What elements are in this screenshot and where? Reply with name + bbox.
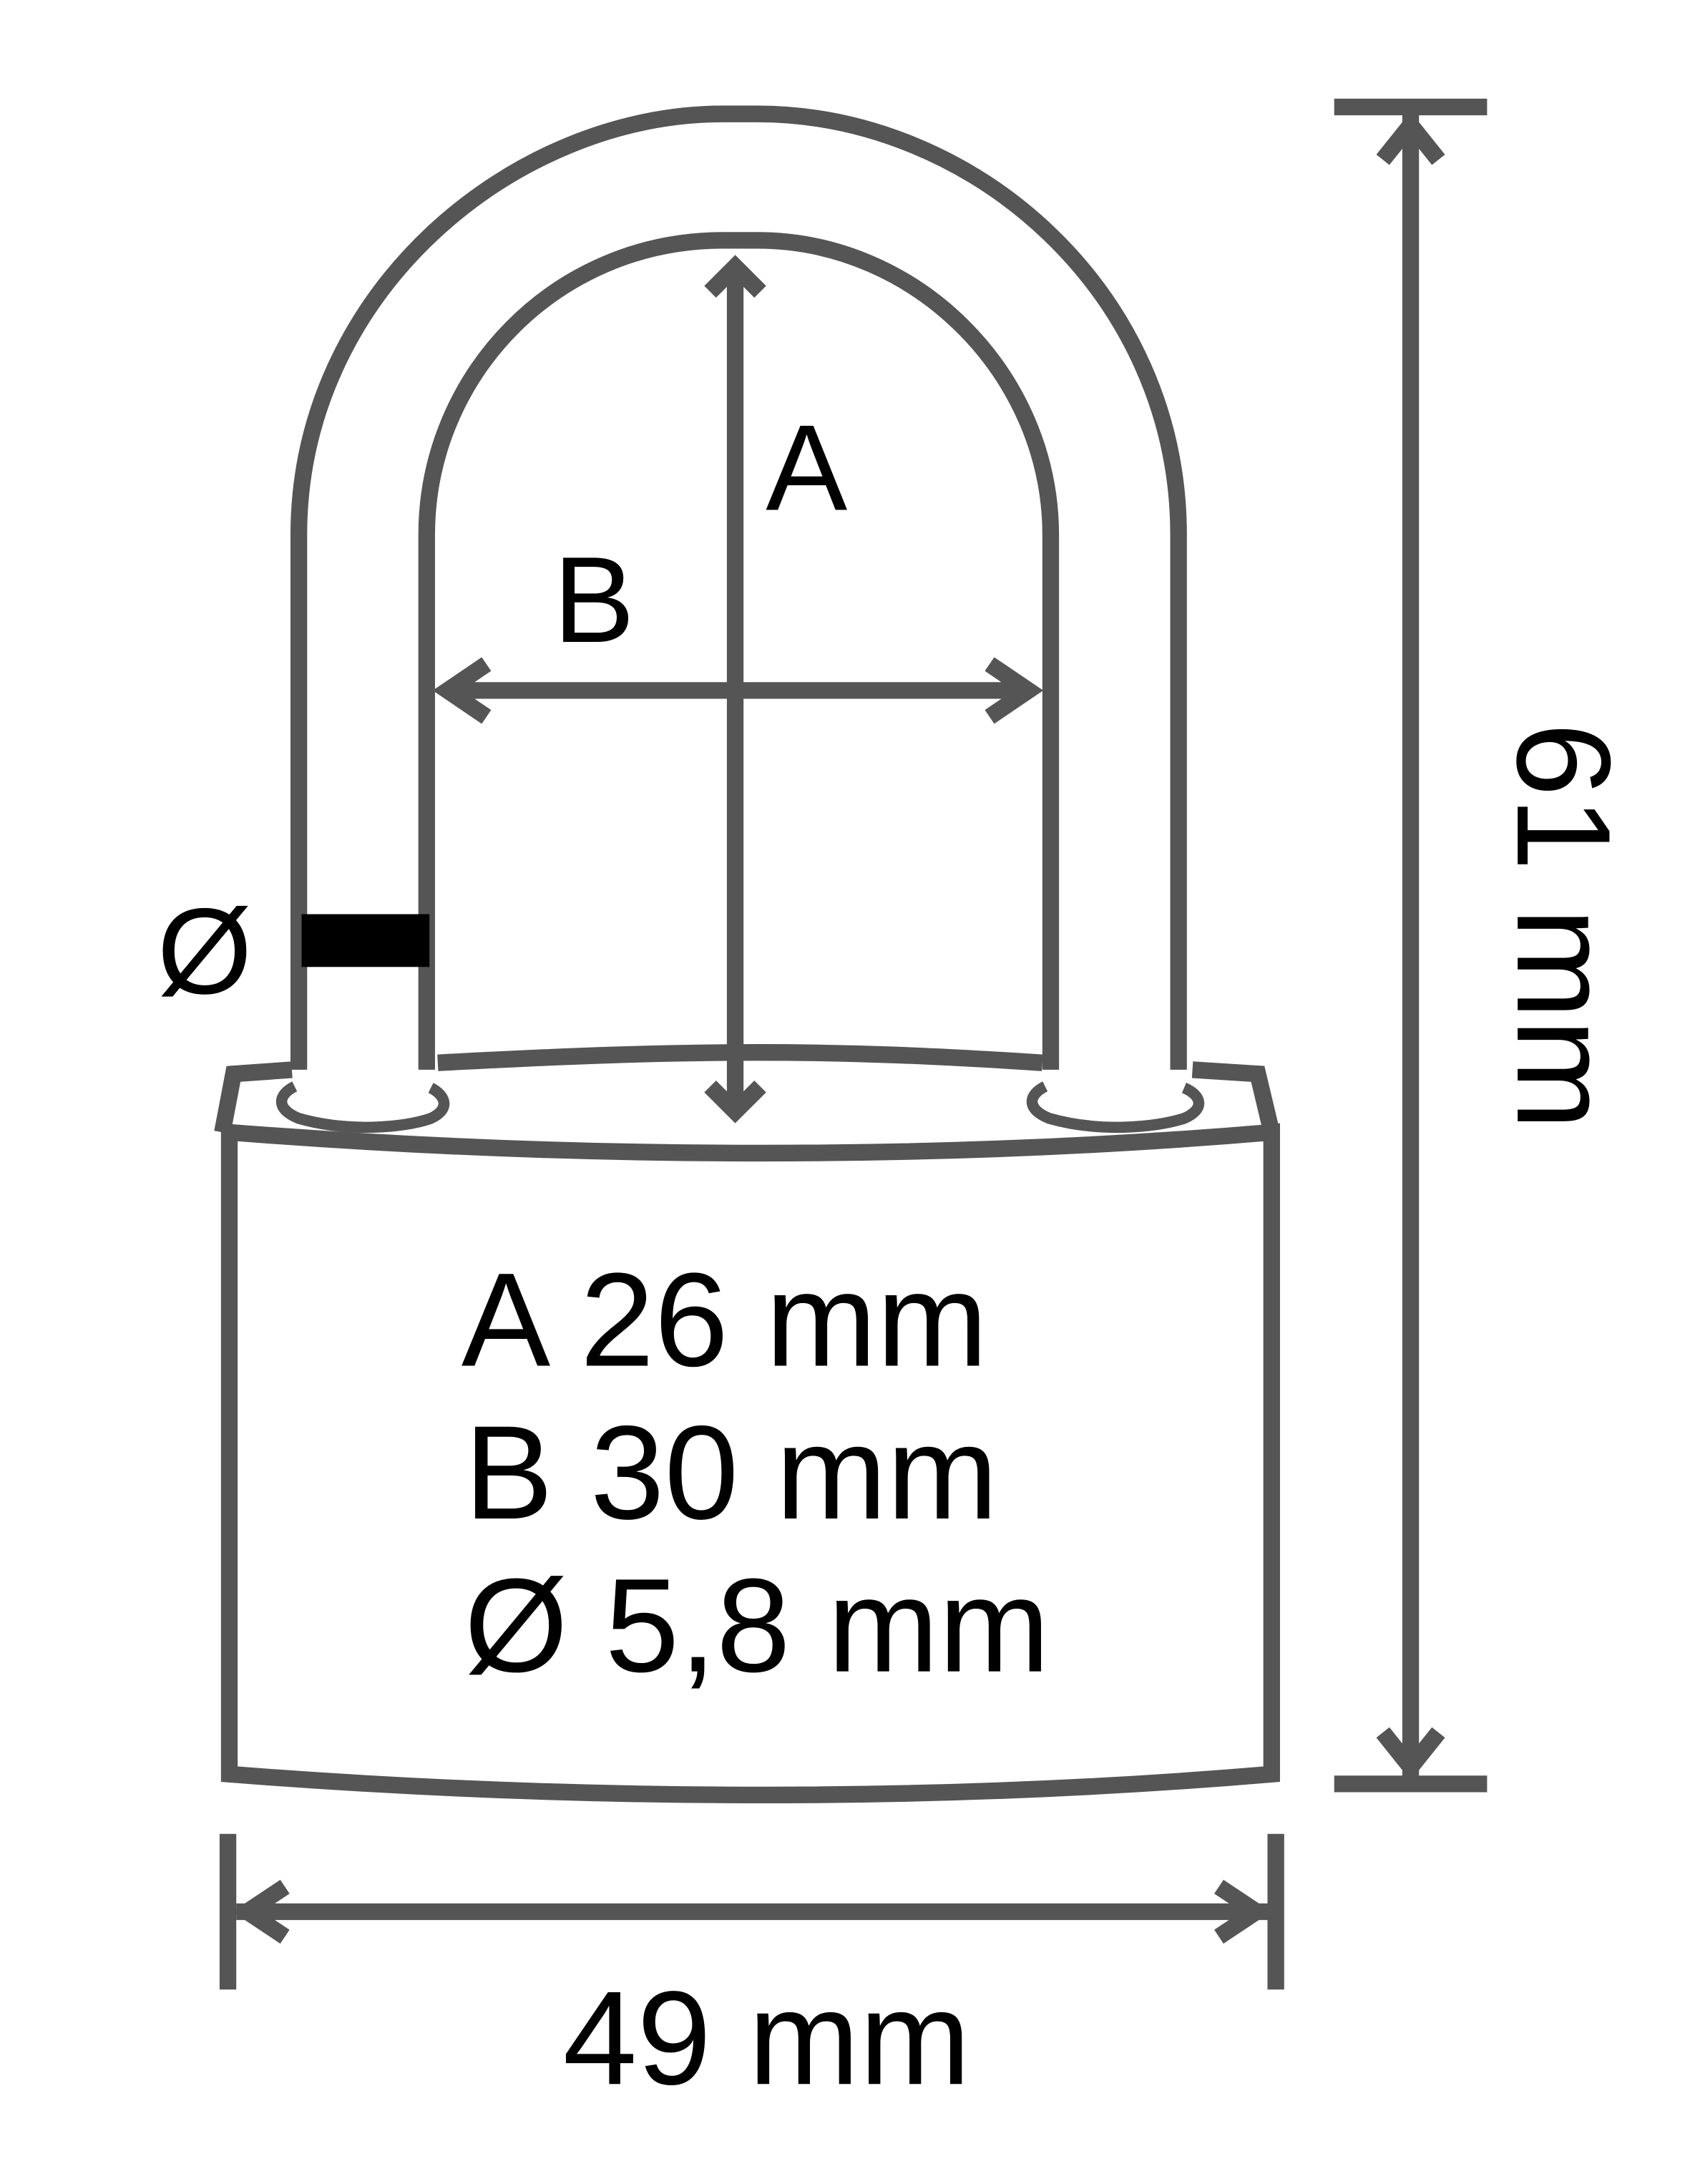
diameter-symbol: Ø xyxy=(157,883,252,1020)
label-a: A xyxy=(766,400,847,537)
spec-a: A 26 mm xyxy=(461,1245,988,1395)
shackle-outer xyxy=(290,105,1187,1070)
body-top-cap xyxy=(214,1044,1280,1135)
shackle-base-right xyxy=(1026,1081,1205,1134)
label-b: B xyxy=(553,532,635,668)
height-dimension xyxy=(1334,98,1488,1793)
shackle-base-left xyxy=(275,1081,450,1134)
padlock-body xyxy=(220,1123,1280,1804)
width-label: 49 mm xyxy=(563,1963,971,2112)
shackle-inner xyxy=(418,232,1060,1070)
width-dimension xyxy=(219,1833,1284,1990)
height-label: 61 mm xyxy=(1489,723,1638,1131)
diameter-marker xyxy=(301,914,430,967)
dimension-b-arrow xyxy=(432,657,1044,724)
spec-b: B 30 mm xyxy=(464,1398,998,1547)
spec-diameter: Ø 5,8 mm xyxy=(464,1551,1050,1700)
